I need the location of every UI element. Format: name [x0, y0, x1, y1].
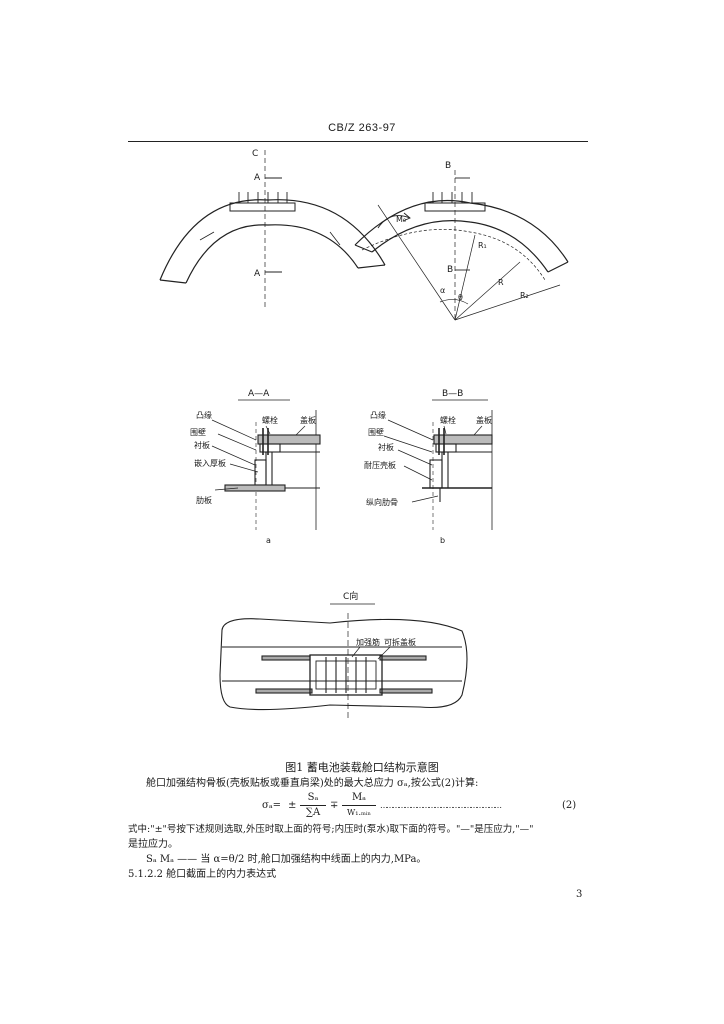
arch-right: [354, 170, 569, 321]
label-b-top: B: [445, 161, 451, 171]
bb-label-bolt: 螺栓: [440, 415, 456, 425]
intro-paragraph: 舱口加强结构骨板(壳板贴板或垂直肩梁)处的最大总应力 σₐ,按公式(2)计算:: [146, 778, 479, 789]
bb-label-5: 纵向肋骨: [366, 497, 398, 507]
page-number: 3: [576, 889, 583, 900]
formula-2: σₐ= ± Sₐ ∑A ∓ Mₐ W₁.ₘᵢₙ ……………………………………………: [262, 791, 592, 821]
aa-label-4: 嵌入厚板: [194, 458, 226, 468]
label-r1: R₁: [478, 241, 487, 250]
formula-dots: ……………………………………………………: [380, 801, 502, 810]
bb-label-2: 围壁: [368, 427, 384, 437]
formula-sign2: ∓: [330, 800, 339, 811]
header-rule: [128, 141, 588, 142]
label-r2: R₂: [520, 291, 529, 300]
section-heading: 5.1.2.2 舱口截面上的内力表达式: [128, 869, 277, 880]
formula-frac2-den: W₁.ₘᵢₙ: [347, 808, 371, 817]
aa-label-5: 肋板: [196, 495, 212, 505]
label-mo: M₀: [396, 215, 406, 224]
label-b-bottom: B: [447, 265, 453, 275]
figure-section-aa: A—A 凸缘 围壁 衬板 嵌入厚板 肋板 螺栓 盖板 a: [190, 389, 321, 545]
section-aa-title: A—A: [248, 389, 270, 399]
label-alpha: α: [440, 286, 445, 295]
aa-label-3: 衬板: [194, 440, 210, 450]
label-r: R: [498, 278, 504, 287]
formula-number: (2): [562, 800, 577, 811]
aa-label-plate: 盖板: [300, 415, 316, 425]
section-bb-title: B—B: [442, 389, 463, 399]
bb-label-plate: 盖板: [476, 415, 492, 425]
formula-frac2-num: Mₐ: [342, 791, 376, 806]
bb-label-1: 凸缘: [370, 410, 386, 420]
document-header: CB/Z 263-97: [328, 122, 396, 134]
view-c-label-stiffener: 加强筋: [356, 637, 380, 647]
formula-frac1-den: ∑A: [305, 807, 321, 818]
formula-lhs: σₐ=: [262, 800, 282, 811]
bb-label-4: 耐压壳板: [364, 460, 396, 470]
formula-frac1-num: Sₐ: [300, 791, 326, 806]
view-c-label-cover: 可拆盖板: [384, 637, 416, 647]
figure-view-c: C向 加强筋 可拆盖板: [219, 590, 468, 720]
formula-sign: ±: [288, 800, 297, 811]
aa-label-1: 凸缘: [196, 410, 212, 420]
bb-label-3: 衬板: [378, 442, 394, 452]
aa-label-bolt: 螺栓: [262, 415, 278, 425]
arch-left: [159, 150, 386, 310]
figure-section-bb: B—B 凸缘 围壁 衬板 耐压壳板 纵向肋骨 螺栓 盖板 b: [364, 389, 493, 545]
paragraph-line-3: Sₐ Mₐ —— 当 α=θ/2 时,舱口加强结构中线面上的内力,MPa。: [146, 854, 427, 865]
figure-caption: 图1 蓄电池装载舱口结构示意图: [285, 761, 439, 774]
paragraph-line-1: 式中:"±"号按下述规则选取,外压时取上面的符号;内压时(泵水)取下面的符号。"…: [128, 824, 534, 835]
view-c-title: C向: [343, 590, 358, 602]
aa-sub: a: [266, 536, 271, 545]
paragraph-line-2: 是拉应力。: [128, 839, 178, 850]
label-a-bottom: A: [254, 269, 261, 279]
label-a-top: A: [254, 173, 261, 183]
bb-sub: b: [440, 536, 445, 545]
figure-arches: C A A B B M₀ R₁ R R₂ θ α: [159, 149, 569, 321]
label-theta: θ: [458, 293, 463, 302]
aa-label-2: 围壁: [190, 427, 206, 437]
label-c: C: [252, 149, 258, 159]
